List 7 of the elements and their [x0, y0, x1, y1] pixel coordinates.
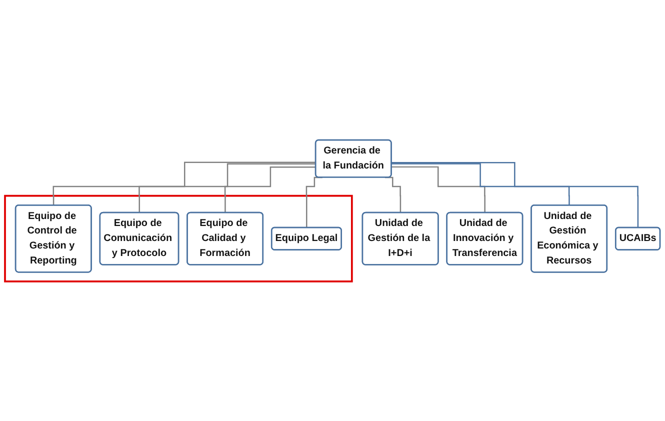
connector: [224, 166, 316, 214]
connector: [52, 162, 316, 206]
cluster: [4, 194, 353, 282]
connector: [138, 163, 316, 214]
connector: [392, 162, 639, 228]
connector: [392, 162, 570, 206]
connector: [392, 166, 486, 214]
